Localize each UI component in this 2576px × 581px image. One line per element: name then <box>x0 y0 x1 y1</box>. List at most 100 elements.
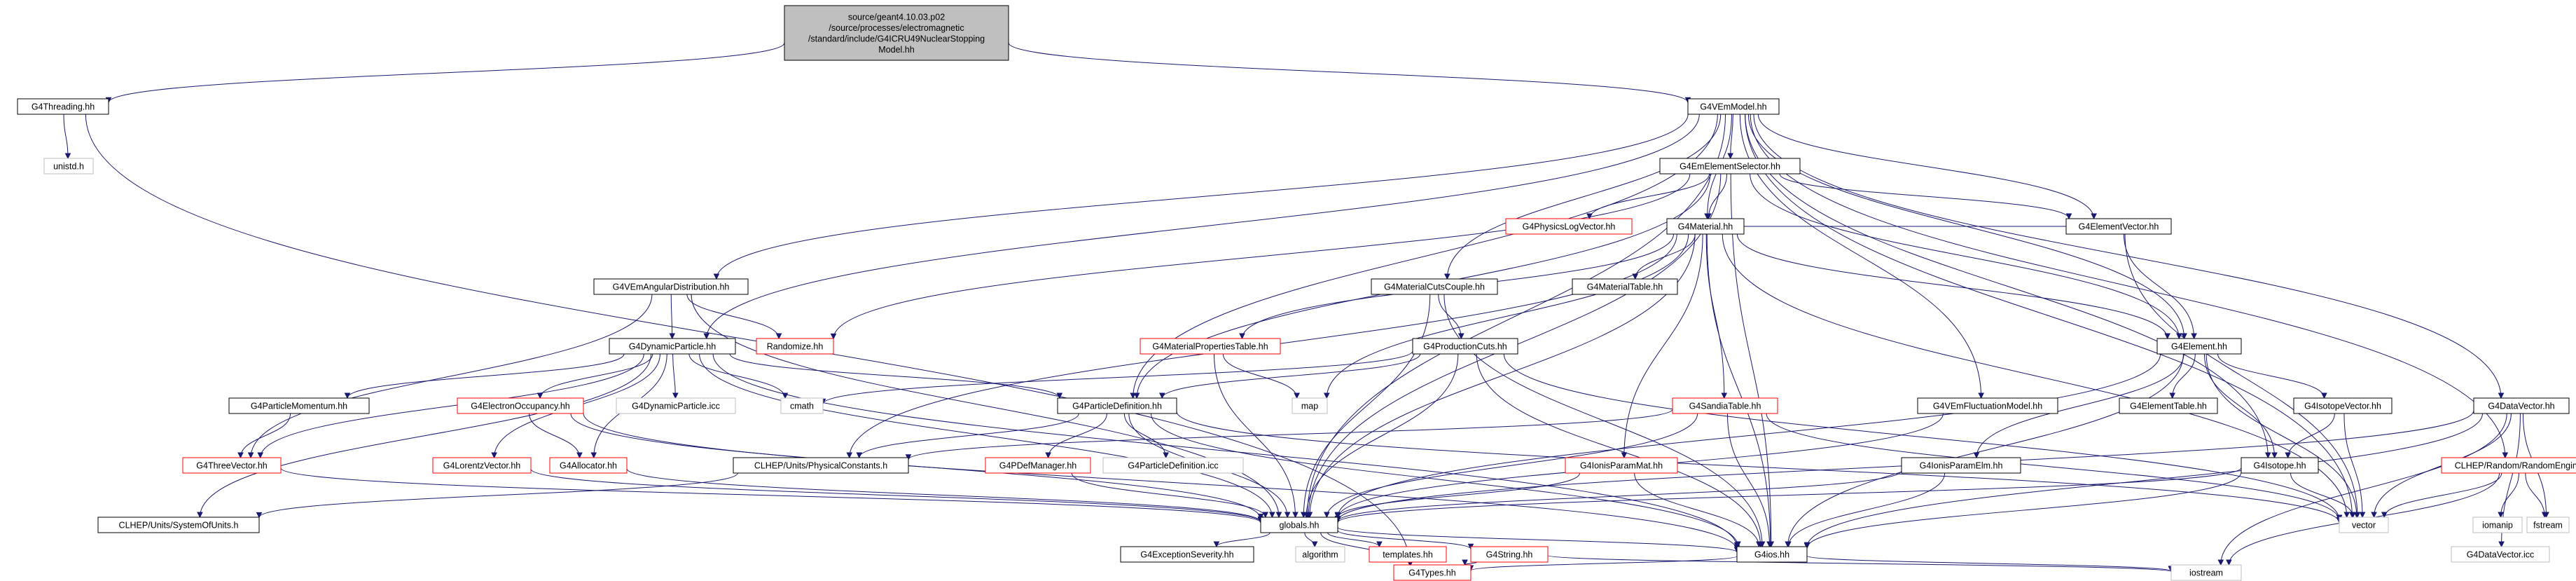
edge-vemmodel-to-globals <box>1306 114 1726 518</box>
node-pdgmgr[interactable]: G4PDefManager.hh <box>985 457 1091 474</box>
node-box <box>43 158 94 175</box>
node-box <box>784 5 1009 61</box>
node-label: G4ElectronOccupancy.hh <box>471 402 570 411</box>
node-map[interactable]: map <box>1292 397 1328 414</box>
node-label: G4String.hh <box>1486 550 1533 560</box>
node-label: CLHEP/Units/SystemOfUnits.h <box>119 521 239 531</box>
edge-dynpart-to-elocc <box>539 353 653 399</box>
node-datavecicc[interactable]: G4DataVector.icc <box>2451 546 2550 563</box>
node-label: iostream <box>2189 568 2223 578</box>
node-threevec[interactable]: G4ThreeVector.hh <box>182 457 282 474</box>
node-vector[interactable]: vector <box>2339 517 2389 533</box>
node-algorithm[interactable]: algorithm <box>1295 546 1345 563</box>
edge-partdef-to-g4ios <box>1151 413 1738 547</box>
node-elocc[interactable]: G4ElectronOccupancy.hh <box>457 397 584 414</box>
arrowhead-element-to-isovec <box>2321 392 2327 399</box>
node-iostream[interactable]: iostream <box>2170 564 2242 581</box>
node-vemmodel[interactable]: G4VEmModel.hh <box>1687 98 1780 115</box>
node-partdef[interactable]: G4ParticleDefinition.hh <box>1057 397 1177 414</box>
edge-isotope-to-g4ios <box>1806 472 2242 549</box>
node-label: G4MaterialTable.hh <box>1587 282 1663 292</box>
node-box <box>1901 457 2021 474</box>
arrowhead-ionparam-to-globals <box>1334 512 1341 519</box>
arrowhead-element-to-isotope <box>2271 452 2278 459</box>
node-physconst[interactable]: CLHEP/Units/PhysicalConstants.h <box>733 457 909 474</box>
node-threading[interactable]: G4Threading.hh <box>17 98 109 115</box>
edge-dynpart-to-g4ios <box>712 353 1738 548</box>
node-label: G4PDefManager.hh <box>999 461 1077 471</box>
node-sysunits[interactable]: CLHEP/Units/SystemOfUnits.h <box>97 517 260 533</box>
node-fluct[interactable]: G4VEmFluctuationModel.hh <box>1917 397 2058 414</box>
node-elemvec[interactable]: G4ElementVector.hh <box>2065 218 2172 235</box>
node-label: algorithm <box>1302 550 1338 560</box>
arrowhead-dynpart-to-elocc <box>536 392 543 399</box>
node-iomanip[interactable]: iomanip <box>2472 517 2523 533</box>
edge-vemmodel-to-isotope <box>1745 114 2269 458</box>
edge-datavec-to-g4ios <box>1806 413 2483 548</box>
node-box <box>593 278 749 295</box>
edge-prodcuts-to-cmath <box>822 350 1413 404</box>
node-unistd[interactable]: unistd.h <box>43 158 94 175</box>
node-prodcuts[interactable]: G4ProductionCuts.hh <box>1412 338 1518 355</box>
node-matcuts[interactable]: G4MaterialCutsCouple.hh <box>1371 278 1498 295</box>
node-allocator[interactable]: G4Allocator.hh <box>549 457 628 474</box>
node-exsev[interactable]: G4ExceptionSeverity.hh <box>1120 546 1254 563</box>
arrowhead-partdef-to-globals <box>1284 512 1291 519</box>
node-box <box>985 457 1091 474</box>
node-label: G4Element.hh <box>2171 342 2227 352</box>
node-model[interactable]: source/geant4.10.03.p02/source/processes… <box>784 5 1009 61</box>
node-randeng[interactable]: CLHEP/Random/RandomEngine.h <box>2441 457 2576 474</box>
node-globals[interactable]: globals.hh <box>1260 517 1338 533</box>
node-randomize[interactable]: Randomize.hh <box>756 338 834 355</box>
edge-globals-to-templates <box>1327 532 1380 547</box>
node-material[interactable]: G4Material.hh <box>1666 218 1745 235</box>
edge-pdgmgr-to-globals <box>1071 472 1266 518</box>
node-partdeficc[interactable]: G4ParticleDefinition.icc <box>1102 457 1244 474</box>
arrowhead-randeng-to-iostream <box>2226 559 2232 566</box>
arrowhead-vemmodel-to-angdist <box>713 273 720 280</box>
node-cmath[interactable]: cmath <box>780 397 824 414</box>
node-isotope[interactable]: G4Isotope.hh <box>2241 457 2319 474</box>
node-g4string[interactable]: G4String.hh <box>1470 546 1549 563</box>
node-dynpart[interactable]: G4DynamicParticle.hh <box>609 338 736 355</box>
node-element[interactable]: G4Element.hh <box>2156 338 2242 355</box>
edge-globals-to-g4ios <box>1337 526 1738 553</box>
node-g4types[interactable]: G4Types.hh <box>1393 564 1471 581</box>
arrowhead-isotope-to-vector <box>2350 512 2356 519</box>
node-sandia[interactable]: G4SandiaTable.hh <box>1672 397 1778 414</box>
edge-isovec-to-vector <box>2343 413 2363 518</box>
node-mattable[interactable]: G4MaterialTable.hh <box>1572 278 1678 295</box>
edge-datavec-to-iostream <box>2220 413 2507 566</box>
node-label: G4MaterialCutsCouple.hh <box>1384 282 1485 292</box>
node-elemtable[interactable]: G4ElementTable.hh <box>2119 397 2218 414</box>
node-label: cmath <box>790 402 814 411</box>
arrowhead-element-to-elemtable <box>2169 392 2176 399</box>
arrowhead-angdist-to-threevec <box>247 452 254 459</box>
arrowhead-matcuts-to-prodcuts <box>1457 333 1464 340</box>
node-fstream[interactable]: fstream <box>2526 517 2570 533</box>
node-ionelm[interactable]: G4IonisParamElm.hh <box>1901 457 2021 474</box>
arrowhead-material-to-ionparam <box>1621 452 1628 459</box>
node-box <box>609 338 736 355</box>
node-angdist[interactable]: G4VEmAngularDistribution.hh <box>593 278 749 295</box>
node-box <box>1666 218 1745 235</box>
node-dynicc[interactable]: G4DynamicParticle.icc <box>616 397 736 414</box>
node-g4ios[interactable]: G4ios.hh <box>1736 546 1808 563</box>
node-label: G4PhysicsLogVector.hh <box>1523 222 1616 232</box>
arrowhead-prodcuts-to-partdef <box>1159 392 1165 399</box>
edge-sandia-to-physconst <box>908 409 1673 460</box>
node-datavec[interactable]: G4DataVector.hh <box>2473 397 2570 414</box>
node-emelemsel[interactable]: G4EmElementSelector.hh <box>1659 158 1801 175</box>
node-physlog[interactable]: G4PhysicsLogVector.hh <box>1505 218 1633 235</box>
node-partmom[interactable]: G4ParticleMomentum.hh <box>228 397 370 414</box>
node-templates[interactable]: templates.hh <box>1369 546 1447 563</box>
node-ionparam[interactable]: G4IonisParamMat.hh <box>1565 457 1678 474</box>
edge-vemmodel-to-elemvec <box>1757 114 2095 219</box>
node-isovec[interactable]: G4IsotopeVector.hh <box>2293 397 2393 414</box>
node-lorentz[interactable]: G4LorentzVector.hh <box>432 457 532 474</box>
arrowhead-randeng-to-iomanip <box>2498 512 2504 519</box>
node-box <box>1565 457 1678 474</box>
node-matprop[interactable]: G4MaterialPropertiesTable.hh <box>1140 338 1281 355</box>
arrowhead-vemmodel-to-isotope <box>2264 452 2271 459</box>
arrowhead-material-to-matprop <box>1239 333 1245 340</box>
